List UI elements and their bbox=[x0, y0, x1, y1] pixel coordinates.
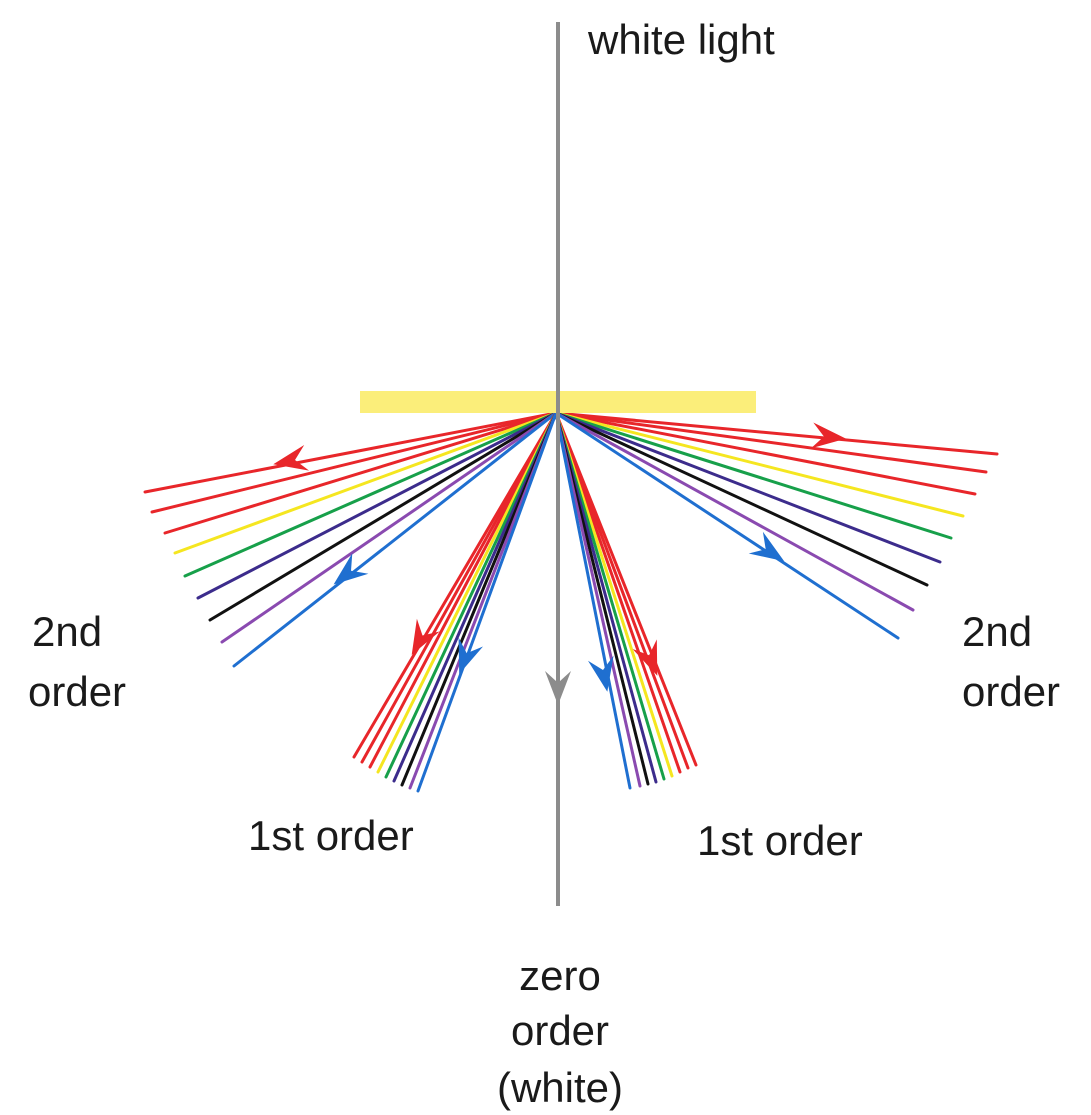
zero-order-arrow bbox=[545, 671, 571, 705]
second-order-left-ray-5 bbox=[183, 411, 558, 578]
second-order-right-ray-2 bbox=[554, 411, 988, 474]
second-order-right-ray-1 bbox=[554, 411, 999, 456]
second-order-left-ray-1 bbox=[143, 411, 558, 494]
second-order-left-ray-2 bbox=[150, 411, 558, 514]
second-order-right-label-line2: order bbox=[962, 668, 1061, 715]
direction-arrows bbox=[273, 422, 846, 705]
first-order-left-blue-arrow bbox=[458, 637, 483, 674]
diffracted-rays bbox=[143, 411, 999, 793]
zero-order-label-line3: (white) bbox=[496, 1064, 624, 1111]
second-order-right-red-arrow bbox=[810, 422, 846, 449]
second-order-left-label-line1: 2nd bbox=[32, 608, 103, 655]
first-order-left-label: 1st order bbox=[248, 812, 414, 859]
second-order-right-ray-4 bbox=[554, 411, 965, 518]
second-order-left-label-line2: order bbox=[28, 668, 127, 715]
first-order-left-fan bbox=[352, 411, 558, 793]
second-order-right-ray-8 bbox=[554, 411, 915, 612]
second-order-left-ray-7 bbox=[208, 411, 558, 622]
second-order-left-blue-arrow bbox=[333, 553, 369, 585]
second-order-left-ray-8 bbox=[220, 411, 558, 644]
zero-order-label-line2: order bbox=[510, 1007, 610, 1054]
first-order-right-fan bbox=[554, 411, 698, 790]
zero-order-label-line1: zero bbox=[519, 952, 601, 999]
second-order-left-ray-6 bbox=[196, 411, 558, 600]
second-order-left-fan bbox=[143, 411, 558, 668]
first-order-left-red-arrow bbox=[411, 618, 440, 655]
second-order-right-ray-7 bbox=[554, 411, 929, 587]
second-order-right-label-line1: 2nd bbox=[962, 608, 1033, 655]
second-order-left-ray-3 bbox=[163, 411, 558, 535]
first-order-right-ray-9 bbox=[554, 411, 632, 790]
first-order-right-ray-8 bbox=[554, 411, 642, 788]
second-order-right-ray-9 bbox=[554, 411, 900, 640]
second-order-right-ray-3 bbox=[554, 411, 977, 496]
white-light-label: white light bbox=[588, 16, 775, 63]
first-order-left-ray-2 bbox=[360, 411, 558, 764]
first-order-left-ray-9 bbox=[416, 411, 558, 793]
first-order-left-ray-3 bbox=[368, 411, 558, 769]
second-order-left-ray-4 bbox=[173, 411, 558, 555]
first-order-left-ray-1 bbox=[352, 411, 558, 759]
first-order-left-ray-4 bbox=[376, 411, 558, 774]
second-order-right-fan bbox=[554, 411, 999, 640]
second-order-left-ray-9 bbox=[232, 411, 558, 668]
second-order-right-blue-arrow bbox=[748, 531, 785, 562]
first-order-right-red-arrow bbox=[632, 639, 658, 676]
second-order-right-ray-6 bbox=[554, 411, 942, 564]
first-order-right-blue-arrow bbox=[588, 655, 614, 692]
second-order-left-red-arrow bbox=[273, 445, 310, 471]
first-order-right-label: 1st order bbox=[697, 817, 863, 864]
second-order-right-ray-5 bbox=[554, 411, 953, 540]
